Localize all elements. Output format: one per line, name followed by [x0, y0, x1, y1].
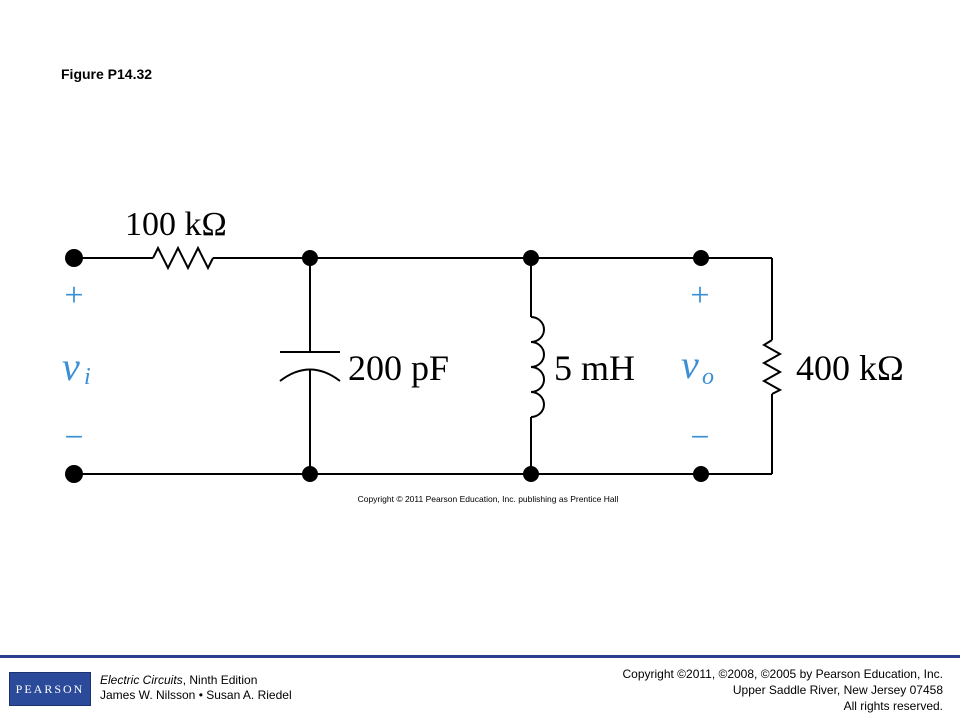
output-terminal-bottom — [693, 466, 709, 482]
resistor-400k-label: 400 kΩ — [796, 348, 904, 388]
pearson-logo: PEARSON — [9, 672, 91, 706]
copyright-line-2: Upper Saddle River, New Jersey 07458 — [732, 683, 943, 697]
book-info: Electric Circuits, Ninth Edition James W… — [100, 673, 292, 703]
capacitor-label: 200 pF — [348, 348, 449, 388]
book-authors: James W. Nilsson • Susan A. Riedel — [100, 688, 292, 702]
output-minus-sign: − — [690, 419, 709, 456]
output-plus-sign: + — [690, 277, 709, 314]
node-capacitor-top — [302, 250, 318, 266]
copyright-line-3: All rights reserved. — [843, 699, 943, 713]
resistor-100k-label: 100 kΩ — [125, 206, 227, 243]
book-title-line: Electric Circuits, Ninth Edition — [100, 673, 292, 688]
output-terminal-top — [693, 250, 709, 266]
resistor-400k-symbol — [761, 339, 783, 395]
book-title: Electric Circuits — [100, 673, 183, 687]
input-plus-sign: + — [64, 277, 83, 314]
capacitor-symbol — [279, 258, 341, 474]
resistor-100k-symbol — [152, 245, 214, 271]
book-edition: , Ninth Edition — [182, 673, 258, 687]
output-voltage-symbol: v — [681, 342, 699, 387]
input-voltage-subscript: i — [84, 364, 91, 390]
inductor-symbol — [530, 258, 545, 474]
circuit-diagram: 100 kΩ 200 pF 5 mH 400 kΩ + v i − + v o … — [62, 206, 904, 504]
figure-title: Figure P14.32 — [61, 66, 153, 82]
footer-divider — [0, 655, 960, 658]
top-wire — [74, 245, 773, 340]
figure-credit: Copyright © 2011 Pearson Education, Inc.… — [358, 494, 619, 504]
input-terminal-top — [65, 249, 83, 267]
node-capacitor-bottom — [302, 466, 318, 482]
inductor-label: 5 mH — [554, 348, 635, 388]
output-voltage-subscript: o — [702, 364, 714, 390]
pearson-logo-text: PEARSON — [15, 681, 85, 696]
node-inductor-bottom — [523, 466, 539, 482]
input-terminal-bottom — [65, 465, 83, 483]
bottom-wire — [74, 394, 773, 475]
input-minus-sign: − — [64, 419, 83, 456]
copyright-line-1: Copyright ©2011, ©2008, ©2005 by Pearson… — [622, 667, 943, 681]
copyright-block: Copyright ©2011, ©2008, ©2005 by Pearson… — [622, 666, 943, 714]
circuit-nodes — [65, 249, 709, 483]
input-voltage-symbol: v — [62, 344, 80, 389]
node-inductor-top — [523, 250, 539, 266]
